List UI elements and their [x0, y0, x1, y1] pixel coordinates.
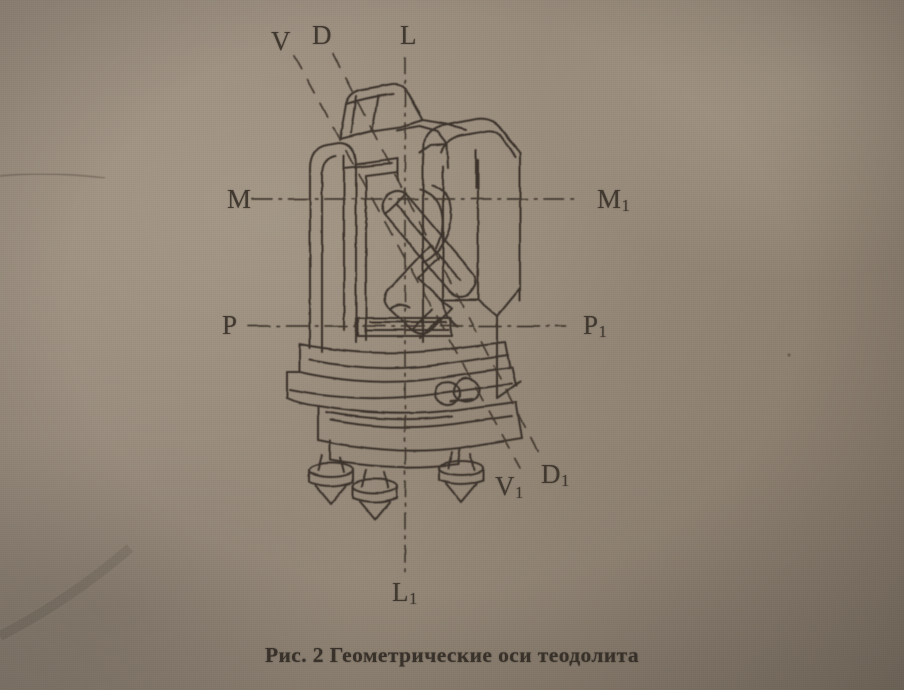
paper-pencil-scuff — [0, 173, 106, 179]
paper-edge-shadow — [0, 544, 134, 641]
tribrach-body — [316, 400, 524, 469]
foot-screw-right — [437, 450, 485, 504]
axis-label-D: D — [312, 20, 332, 50]
axis-label-V1: V1 — [495, 471, 524, 502]
axis-label-M1: M1 — [597, 184, 630, 215]
axis-label-D1: D1 — [541, 459, 570, 490]
foot-screw-center — [351, 468, 399, 522]
axis-label-L: L — [400, 20, 417, 50]
axis-label-M: M — [227, 184, 252, 214]
figure-caption: Рис. 2 Геометрические оси теодолита — [264, 643, 640, 667]
alidade-upper-body — [395, 118, 468, 170]
paper-speck — [787, 353, 791, 357]
axis-label-L1: L1 — [392, 577, 418, 608]
axis-label-P1: P1 — [583, 310, 607, 341]
axis-label-V: V — [271, 26, 291, 56]
axis-label-P: P — [222, 310, 238, 340]
telescope-tube — [381, 190, 477, 340]
